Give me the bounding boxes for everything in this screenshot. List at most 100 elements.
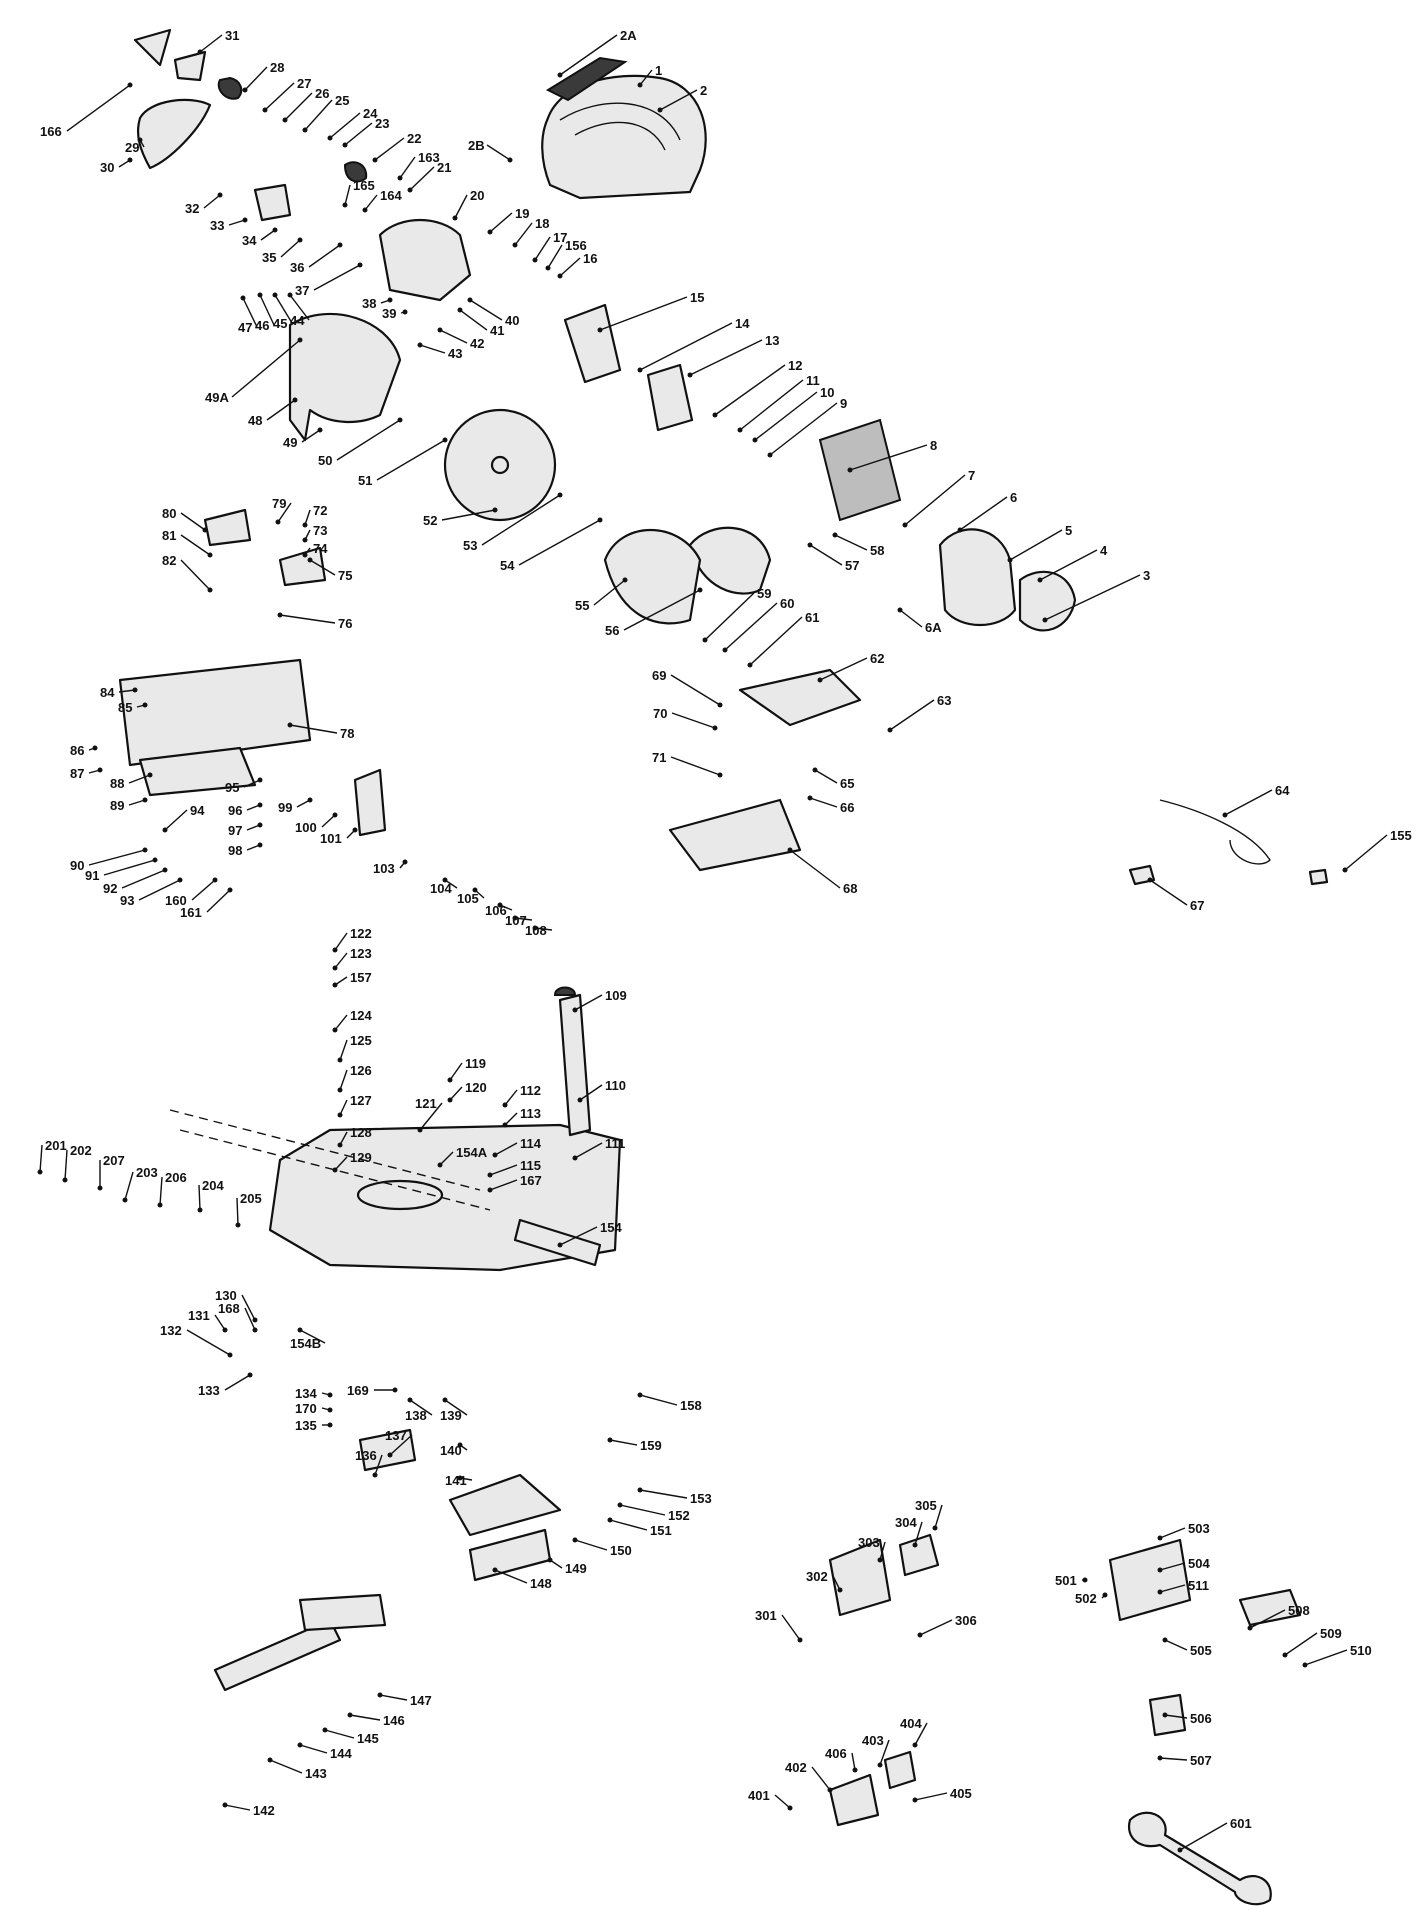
part-label-91: 91: [85, 868, 99, 883]
part-label-101: 101: [320, 831, 342, 846]
leader-line-403: [879, 1739, 890, 1766]
part-label-5: 5: [1065, 523, 1072, 538]
leader-line-405: [914, 1792, 948, 1801]
part-point-47: [240, 295, 246, 301]
leader-line-129: [334, 1156, 348, 1171]
leader-line-65: [814, 769, 838, 784]
part-label-95: 95: [225, 780, 239, 795]
leader-line-4: [1039, 549, 1098, 581]
part-label-24: 24: [363, 106, 378, 121]
leader-line-6A: [899, 609, 923, 628]
part-point-54: [597, 517, 603, 523]
leader-line-60: [724, 602, 778, 651]
leader-line-601: [1179, 1822, 1228, 1851]
part-point-8: [847, 467, 853, 473]
part-point-1: [637, 82, 643, 88]
part-point-205: [235, 1222, 241, 1228]
part-label-98: 98: [228, 843, 242, 858]
leader-line-161: [206, 889, 231, 913]
part-label-2B: 2B: [468, 138, 485, 153]
leader-line-305: [934, 1504, 943, 1529]
part-point-99: [307, 797, 313, 803]
part-point-154A: [437, 1162, 443, 1168]
part-label-3: 3: [1143, 568, 1150, 583]
part-point-43: [417, 342, 423, 348]
part-label-305: 305: [915, 1498, 937, 1513]
leader-line-142: [224, 1804, 251, 1811]
part-point-10: [752, 437, 758, 443]
part-point-166: [127, 82, 133, 88]
part-label-135: 135: [295, 1418, 317, 1433]
part-label-34: 34: [242, 233, 257, 248]
part-point-115: [487, 1172, 493, 1178]
part-point-16: [557, 273, 563, 279]
leader-line-120: [449, 1086, 463, 1101]
part-label-55: 55: [575, 598, 589, 613]
part-label-153: 153: [690, 1491, 712, 1506]
part-point-19: [487, 229, 493, 235]
part-point-11: [737, 427, 743, 433]
part-label-151: 151: [650, 1523, 672, 1538]
leader-line-154B: [299, 1329, 326, 1344]
part-label-148: 148: [530, 1576, 552, 1591]
part-point-136: [372, 1472, 378, 1478]
leader-line-108: [534, 927, 553, 931]
leader-line-112: [504, 1089, 518, 1106]
leader-line-204: [198, 1184, 201, 1211]
part-label-205: 205: [240, 1191, 262, 1206]
pivot-bracket-assembly: [118, 508, 387, 837]
part-label-18: 18: [535, 216, 549, 231]
part-label-150: 150: [610, 1543, 632, 1558]
part-point-204: [197, 1207, 203, 1213]
part-point-14: [637, 367, 643, 373]
part-label-103: 103: [373, 861, 395, 876]
part-point-508: [1247, 1625, 1253, 1631]
part-label-36: 36: [290, 260, 304, 275]
part-point-24: [327, 135, 333, 141]
leader-line-160: [191, 879, 216, 901]
part-point-504: [1157, 1567, 1163, 1573]
part-label-203: 203: [136, 1165, 158, 1180]
part-label-82: 82: [162, 553, 176, 568]
part-label-123: 123: [350, 946, 372, 961]
leader-line-40: [469, 299, 503, 321]
leader-line-145: [324, 1729, 355, 1739]
leader-line-20: [454, 194, 468, 219]
part-point-112: [502, 1102, 508, 1108]
part-label-48: 48: [248, 413, 262, 428]
blade: [443, 408, 557, 522]
part-point-405: [912, 1797, 918, 1803]
part-label-158: 158: [680, 1398, 702, 1413]
leader-line-43: [419, 344, 446, 354]
part-point-78: [287, 722, 293, 728]
leader-line-402: [811, 1766, 831, 1791]
leader-line-42: [439, 329, 468, 344]
leader-line-158: [639, 1394, 678, 1406]
leader-line-124: [334, 1014, 348, 1031]
part-label-64: 64: [1275, 783, 1290, 798]
part-label-159: 159: [640, 1438, 662, 1453]
part-point-73: [302, 537, 308, 543]
leader-line-19: [489, 212, 513, 233]
part-point-101: [352, 827, 358, 833]
part-label-100: 100: [295, 820, 317, 835]
leader-line-5: [1009, 529, 1063, 561]
leader-line-51: [376, 439, 446, 481]
part-label-168: 168: [218, 1301, 240, 1316]
part-point-6: [957, 527, 963, 533]
leader-line-89: [128, 799, 146, 806]
part-label-142: 142: [253, 1803, 275, 1818]
part-point-67: [1147, 877, 1153, 883]
part-point-133: [247, 1372, 253, 1378]
leader-line-48: [266, 399, 296, 421]
part-label-165: 165: [353, 178, 375, 193]
part-label-71: 71: [652, 750, 666, 765]
leader-line-15: [599, 296, 688, 331]
part-label-66: 66: [840, 800, 854, 815]
part-point-4: [1037, 577, 1043, 583]
part-label-306: 306: [955, 1613, 977, 1628]
leader-line-64: [1224, 789, 1273, 816]
part-label-303: 303: [858, 1535, 880, 1550]
part-label-507: 507: [1190, 1753, 1212, 1768]
part-label-128: 128: [350, 1125, 372, 1140]
